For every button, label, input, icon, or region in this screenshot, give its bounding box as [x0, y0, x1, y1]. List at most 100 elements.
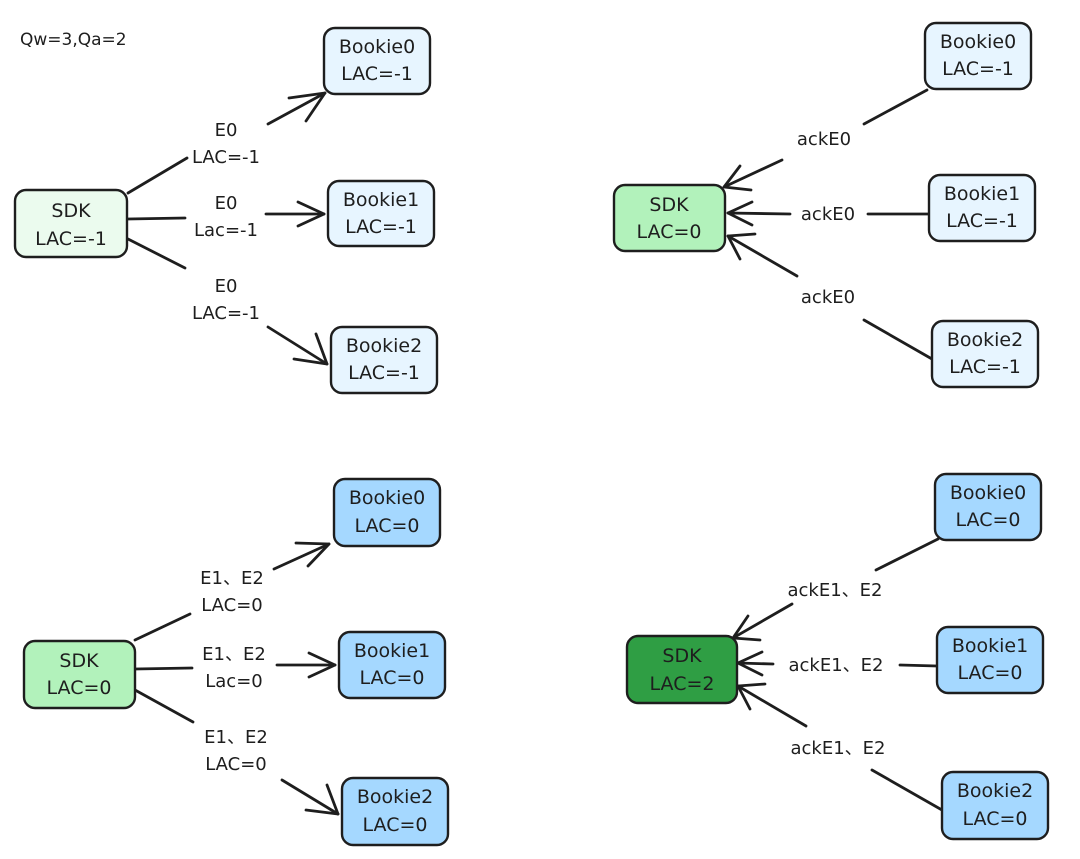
bookie2-lac-br: LAC=0	[963, 808, 1028, 830]
bookie2-node-tr: Bookie2 LAC=-1	[930, 319, 1040, 389]
edge-tr-b0-label: ackE0	[797, 129, 851, 150]
edge-br-b2-label: ackE1、E2	[790, 738, 885, 759]
quorum-caption: Qw=3,Qa=2	[20, 30, 127, 50]
edge-tr-b0-arrowhead	[722, 164, 753, 192]
bookie1-name-tl: Bookie1	[343, 189, 419, 211]
bookie1-name-tr: Bookie1	[944, 183, 1020, 205]
edge-tl-b2-lac-label: LAC=-1	[192, 303, 260, 324]
sdk-lac-tl: LAC=-1	[35, 228, 107, 250]
sdk-title-bl: SDK	[59, 650, 99, 672]
bookie1-lac-br: LAC=0	[958, 662, 1023, 684]
edge-br-b1-line-a	[898, 663, 939, 668]
edge-bl-b2-line-a	[133, 688, 195, 724]
edge-bl-b1-line-a	[133, 666, 194, 671]
bookie2-node-br: Bookie2 LAC=0	[940, 770, 1050, 841]
bookie1-name-bl: Bookie1	[354, 640, 430, 662]
sdk-box-bl	[22, 639, 137, 710]
edge-tl-b2-line-b	[266, 325, 329, 366]
panel-top-left: E0 LAC=-1 E0 Lac=-1 E0 LAC=-1 SDK LAC=-1…	[13, 26, 439, 395]
edge-tr-b1-label: ackE0	[801, 204, 855, 225]
edge-tl-b1-arrowhead	[296, 200, 326, 228]
edge-tl-b2-entry-label: E0	[215, 276, 238, 297]
edge-tr-b0-line-a	[862, 88, 929, 126]
bookie1-node-bl: Bookie1 LAC=0	[337, 630, 447, 700]
bookie0-lac-tl: LAC=-1	[341, 63, 413, 85]
bookie2-lac-bl: LAC=0	[363, 814, 428, 836]
bookie1-lac-bl: LAC=0	[360, 667, 425, 689]
bookie0-box-tr	[923, 21, 1033, 91]
bookie1-node-tl: Bookie1 LAC=-1	[326, 179, 436, 248]
sdk-box-tl	[13, 188, 129, 259]
edge-br-b1-label: ackE1、E2	[788, 655, 883, 676]
sdk-node-tr: SDK LAC=0	[612, 183, 727, 253]
sdk-node-bl: SDK LAC=0	[22, 639, 137, 710]
bookie0-name-br: Bookie0	[950, 482, 1026, 504]
edge-tr-b0-line-b	[722, 158, 784, 189]
bookie2-box-bl	[340, 776, 450, 847]
edge-bl-b1-arrowhead	[307, 651, 337, 679]
edge-bl-b2-line-b	[280, 778, 340, 816]
edge-tl-b0-lac-label: LAC=-1	[192, 147, 260, 168]
edge-tl-b0-line-a	[126, 156, 189, 195]
bookie2-box-br	[940, 770, 1050, 841]
edge-tr-b2-arrowhead	[726, 232, 757, 261]
edge-tl-b2-arrowhead	[292, 332, 329, 366]
edge-br-b0-label: ackE1、E2	[787, 580, 882, 601]
sdk-title-br: SDK	[662, 645, 702, 667]
bookie1-box-tr	[927, 173, 1037, 243]
bookie1-box-tl	[326, 179, 436, 248]
edge-tr-b1-line-b	[726, 211, 792, 216]
bookie2-node-bl: Bookie2 LAC=0	[340, 776, 450, 847]
bookie2-box-tl	[329, 325, 439, 395]
edge-br-b2-line-b	[736, 684, 808, 728]
bookie0-name-bl: Bookie0	[349, 487, 425, 509]
edge-bl-b2-entry-label: E1、E2	[204, 727, 268, 748]
edge-tl-b2-line-a	[126, 237, 187, 270]
sdk-title-tr: SDK	[649, 194, 689, 216]
bookie2-name-tr: Bookie2	[947, 329, 1023, 351]
edge-br-b0-line-a	[874, 537, 940, 572]
bookie0-name-tl: Bookie0	[339, 36, 415, 58]
edge-bl-b0-lac-label: LAC=0	[201, 595, 263, 616]
panel-bottom-left: E1、E2 LAC=0 E1、E2 Lac=0 E1、E2 LAC=0 SDK …	[22, 477, 450, 847]
edge-tl-b1-line-a	[126, 216, 187, 221]
sdk-title-tl: SDK	[51, 200, 91, 222]
edge-tl-b0-entry-label: E0	[215, 120, 238, 141]
edge-tl-b0-arrowhead	[287, 91, 327, 123]
bookie0-node-bl: Bookie0 LAC=0	[332, 477, 442, 548]
edge-br-b2-line-a	[870, 768, 944, 812]
bookie0-box-bl	[332, 477, 442, 548]
edge-bl-b0-line-a	[133, 612, 192, 642]
edge-tr-b2-label: ackE0	[801, 287, 855, 308]
bookie2-name-bl: Bookie2	[357, 786, 433, 808]
bookie2-node-tl: Bookie2 LAC=-1	[329, 325, 439, 395]
sdk-node-tl: SDK LAC=-1	[13, 188, 129, 259]
edge-tr-b2-line-a	[862, 318, 934, 361]
edge-bl-b0-arrowhead	[294, 541, 331, 568]
bookie1-lac-tl: LAC=-1	[345, 216, 417, 238]
bookie0-lac-br: LAC=0	[956, 509, 1021, 531]
bookie1-name-br: Bookie1	[952, 635, 1028, 657]
sdk-lac-tr: LAC=0	[637, 221, 702, 243]
panel-top-right: ackE0 ackE0 ackE0 SDK LAC=0 Bookie0 LAC=…	[612, 21, 1040, 389]
edge-bl-b2-arrowhead	[304, 783, 340, 816]
bookie2-lac-tr: LAC=-1	[949, 356, 1021, 378]
edge-br-b0-line-b	[731, 602, 794, 640]
bookie0-node-br: Bookie0 LAC=0	[933, 472, 1043, 542]
panel-bottom-right: ackE1、E2 ackE1、E2 ackE1、E2 SDK LAC=2 Boo…	[625, 472, 1050, 841]
bookie2-lac-tl: LAC=-1	[348, 362, 420, 384]
bookie1-node-tr: Bookie1 LAC=-1	[927, 173, 1037, 243]
bookie2-name-tl: Bookie2	[346, 335, 422, 357]
bookie1-lac-tr: LAC=-1	[946, 210, 1018, 232]
sdk-node-br: SDK LAC=2	[625, 634, 739, 705]
bookie0-box-tl	[322, 26, 432, 96]
sdk-box-tr	[612, 183, 727, 253]
bookie1-box-bl	[337, 630, 447, 700]
edge-tr-b1-arrowhead	[726, 200, 754, 227]
sdk-box-br	[625, 634, 739, 705]
sdk-lac-br: LAC=2	[650, 673, 715, 695]
edge-tl-b0-line-b	[266, 91, 327, 126]
bookie0-node-tr: Bookie0 LAC=-1	[923, 21, 1033, 91]
bookie0-lac-bl: LAC=0	[355, 515, 420, 537]
